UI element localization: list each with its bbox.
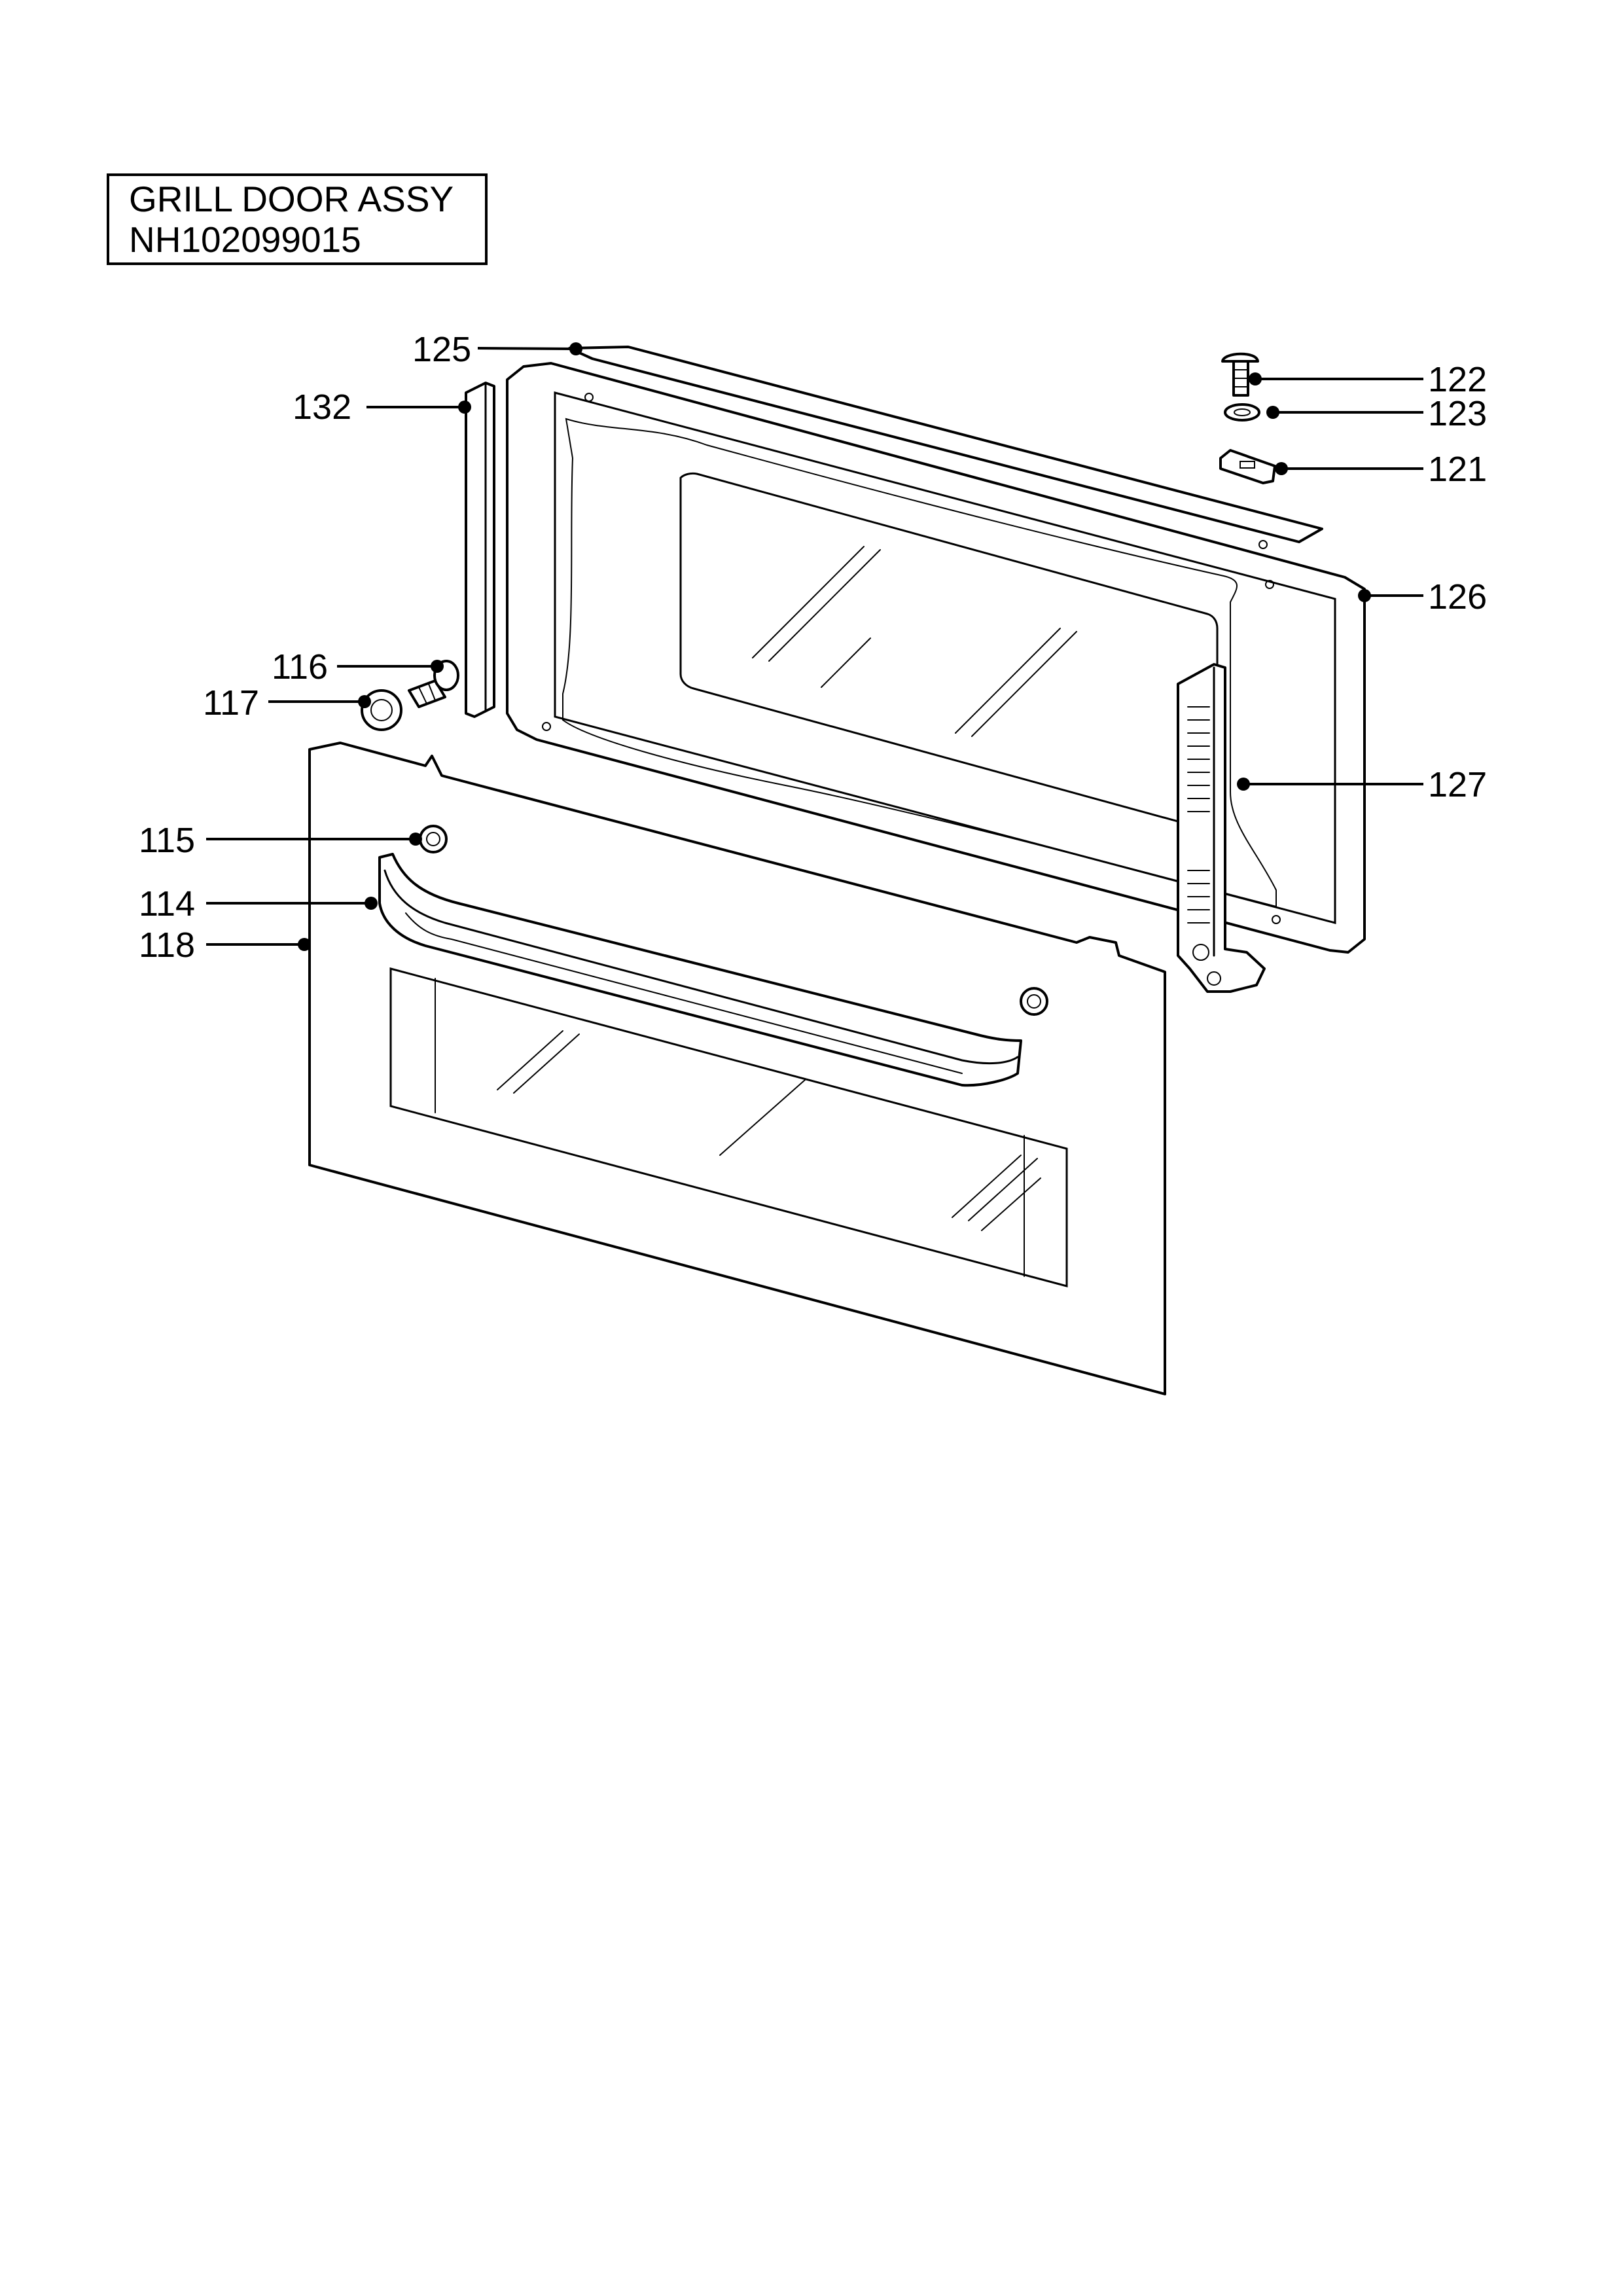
inner-door-panel <box>506 346 1366 954</box>
clip-121 <box>1219 449 1276 484</box>
side-seal-strip <box>465 382 495 718</box>
callout-117: 117 <box>203 683 259 723</box>
callout-118: 118 <box>139 925 195 965</box>
assembly-part-number: NH102099015 <box>129 219 361 260</box>
callout-114: 114 <box>139 884 195 924</box>
leader-lines <box>206 342 1423 951</box>
nut-117 <box>361 689 402 731</box>
callout-122: 122 <box>1428 360 1487 399</box>
callout-126: 126 <box>1428 577 1487 617</box>
callout-labels: 125 132 122 123 121 126 127 116 117 115 … <box>139 330 1487 965</box>
door-handle <box>378 853 1022 1087</box>
callout-121: 121 <box>1428 450 1487 489</box>
washer-123 <box>1224 403 1260 422</box>
callout-116: 116 <box>272 647 328 687</box>
outer-door-panel <box>308 742 1166 1395</box>
screw-122 <box>1221 352 1259 397</box>
callout-127: 127 <box>1428 765 1487 804</box>
title-box: GRILL DOOR ASSY NH102099015 <box>107 173 488 265</box>
callout-132: 132 <box>293 387 351 427</box>
assembly-title: GRILL DOOR ASSY <box>129 179 454 219</box>
callout-123: 123 <box>1428 394 1487 433</box>
hinge <box>1177 663 1266 993</box>
callout-115: 115 <box>139 821 195 860</box>
callout-125: 125 <box>412 330 471 369</box>
